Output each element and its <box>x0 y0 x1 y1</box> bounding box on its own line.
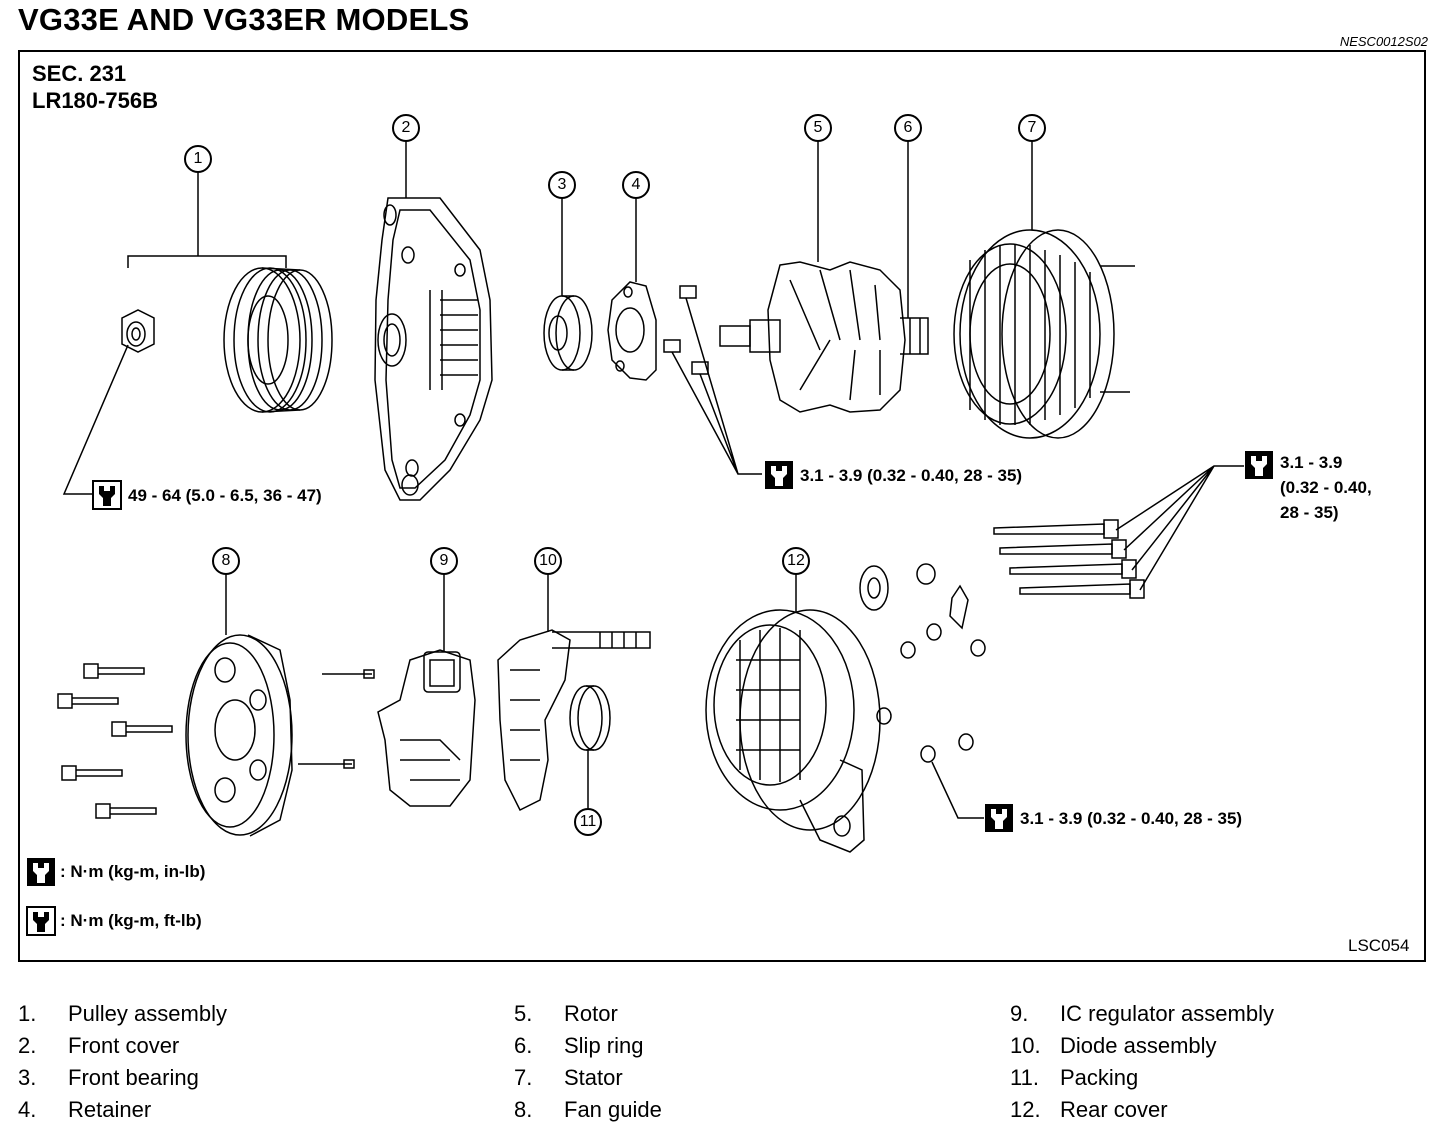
list-item: 10.Diode assembly <box>1010 1033 1217 1058</box>
diagram-frame <box>18 50 1426 962</box>
legend-ft-lb: : N·m (kg-m, ft-lb) <box>26 906 202 936</box>
list-item: 3.Front bearing <box>18 1065 199 1090</box>
callout-11: 11 <box>574 808 602 836</box>
torque-wrench-icon <box>985 804 1013 832</box>
legend-in-lb: : N·m (kg-m, in-lb) <box>26 857 205 887</box>
callout-4: 4 <box>622 171 650 199</box>
legend-text: : N·m (kg-m, in-lb) <box>60 862 206 881</box>
ic-regulator-drawing <box>298 649 476 807</box>
torque-retainer-screws: 3.1 - 3.9 (0.32 - 0.40, 28 - 35) <box>764 460 1022 490</box>
pulley-drawing <box>223 267 333 413</box>
torque-wrench-icon <box>765 461 793 489</box>
torque-pulley-nut: 49 - 64 (5.0 - 6.5, 36 - 47) <box>92 480 322 510</box>
torque-wrench-icon <box>27 858 55 886</box>
torque-value-line: 3.1 - 3.9 <box>1280 453 1343 472</box>
list-item: 11.Packing <box>1010 1065 1139 1090</box>
torque-value-line: (0.32 - 0.40, <box>1280 478 1372 497</box>
parts-list-column-2: 5.Rotor 6.Slip ring 7.Stator 8.Fan guide <box>514 998 662 1126</box>
torque-value-line: 28 - 35) <box>1280 503 1339 522</box>
callout-12: 12 <box>782 547 810 575</box>
list-item: 4.Retainer <box>18 1097 152 1122</box>
list-item: 2.Front cover <box>18 1033 180 1058</box>
torque-wrench-icon <box>1245 451 1273 479</box>
model-number: LR180-756B <box>32 88 158 113</box>
legend-text: : N·m (kg-m, ft-lb) <box>60 911 202 930</box>
list-item: 6.Slip ring <box>514 1033 644 1058</box>
fan-guide-screws-drawing <box>57 663 173 819</box>
list-item: 12.Rear cover <box>1010 1097 1168 1122</box>
section-number: SEC. 231 <box>32 61 127 86</box>
parts-list-column-3: 9.IC regulator assembly 10.Diode assembl… <box>1010 998 1274 1126</box>
callout-2: 2 <box>392 114 420 142</box>
callout-7: 7 <box>1018 114 1046 142</box>
callout-3: 3 <box>548 171 576 199</box>
document-code: NESC0012S02 <box>1339 34 1428 49</box>
front-bearing-drawing <box>543 295 593 371</box>
section-label: SEC. 231 LR180-756B <box>32 60 158 114</box>
through-bolts-drawing <box>993 519 1145 599</box>
rotor-drawing <box>719 261 929 413</box>
fan-guide-drawing <box>185 634 293 837</box>
front-cover-drawing <box>374 197 493 501</box>
parts-list-column-1: 1.Pulley assembly 2.Front cover 3.Front … <box>18 998 227 1126</box>
leader-lines <box>62 141 1244 819</box>
stator-drawing <box>953 229 1135 439</box>
retainer-drawing <box>607 281 657 381</box>
list-item: 5.Rotor <box>514 1001 618 1026</box>
torque-through-bolts: 3.1 - 3.9 (0.32 - 0.40, 28 - 35) <box>1244 450 1372 525</box>
callout-1: 1 <box>184 145 212 173</box>
list-item: 1.Pulley assembly <box>18 1001 227 1026</box>
callout-9: 9 <box>430 547 458 575</box>
list-item: 8.Fan guide <box>514 1097 662 1122</box>
pulley-nut-drawing <box>121 309 155 353</box>
list-item: 9.IC regulator assembly <box>1010 1001 1274 1026</box>
rear-cover-drawing <box>705 609 881 853</box>
diode-assembly-drawing <box>497 629 651 812</box>
pulley-assembly-bracket <box>127 255 287 268</box>
torque-rear-nuts: 3.1 - 3.9 (0.32 - 0.40, 28 - 35) <box>984 803 1242 833</box>
list-item: 7.Stator <box>514 1065 623 1090</box>
torque-wrench-icon <box>92 480 122 510</box>
figure-reference: LSC054 <box>1348 936 1410 955</box>
torque-wrench-icon <box>26 906 56 936</box>
torque-value: 49 - 64 (5.0 - 6.5, 36 - 47) <box>128 485 322 505</box>
torque-value: 3.1 - 3.9 (0.32 - 0.40, 28 - 35) <box>800 465 1023 485</box>
torque-value: 3.1 - 3.9 (0.32 - 0.40, 28 - 35) <box>1020 808 1243 828</box>
packing-drawing <box>569 685 611 751</box>
callout-10: 10 <box>534 547 562 575</box>
rear-nuts-drawing <box>859 563 986 763</box>
callout-6: 6 <box>894 114 922 142</box>
callout-8: 8 <box>212 547 240 575</box>
page-title: VG33E AND VG33ER MODELS <box>18 2 470 37</box>
callout-5: 5 <box>804 114 832 142</box>
